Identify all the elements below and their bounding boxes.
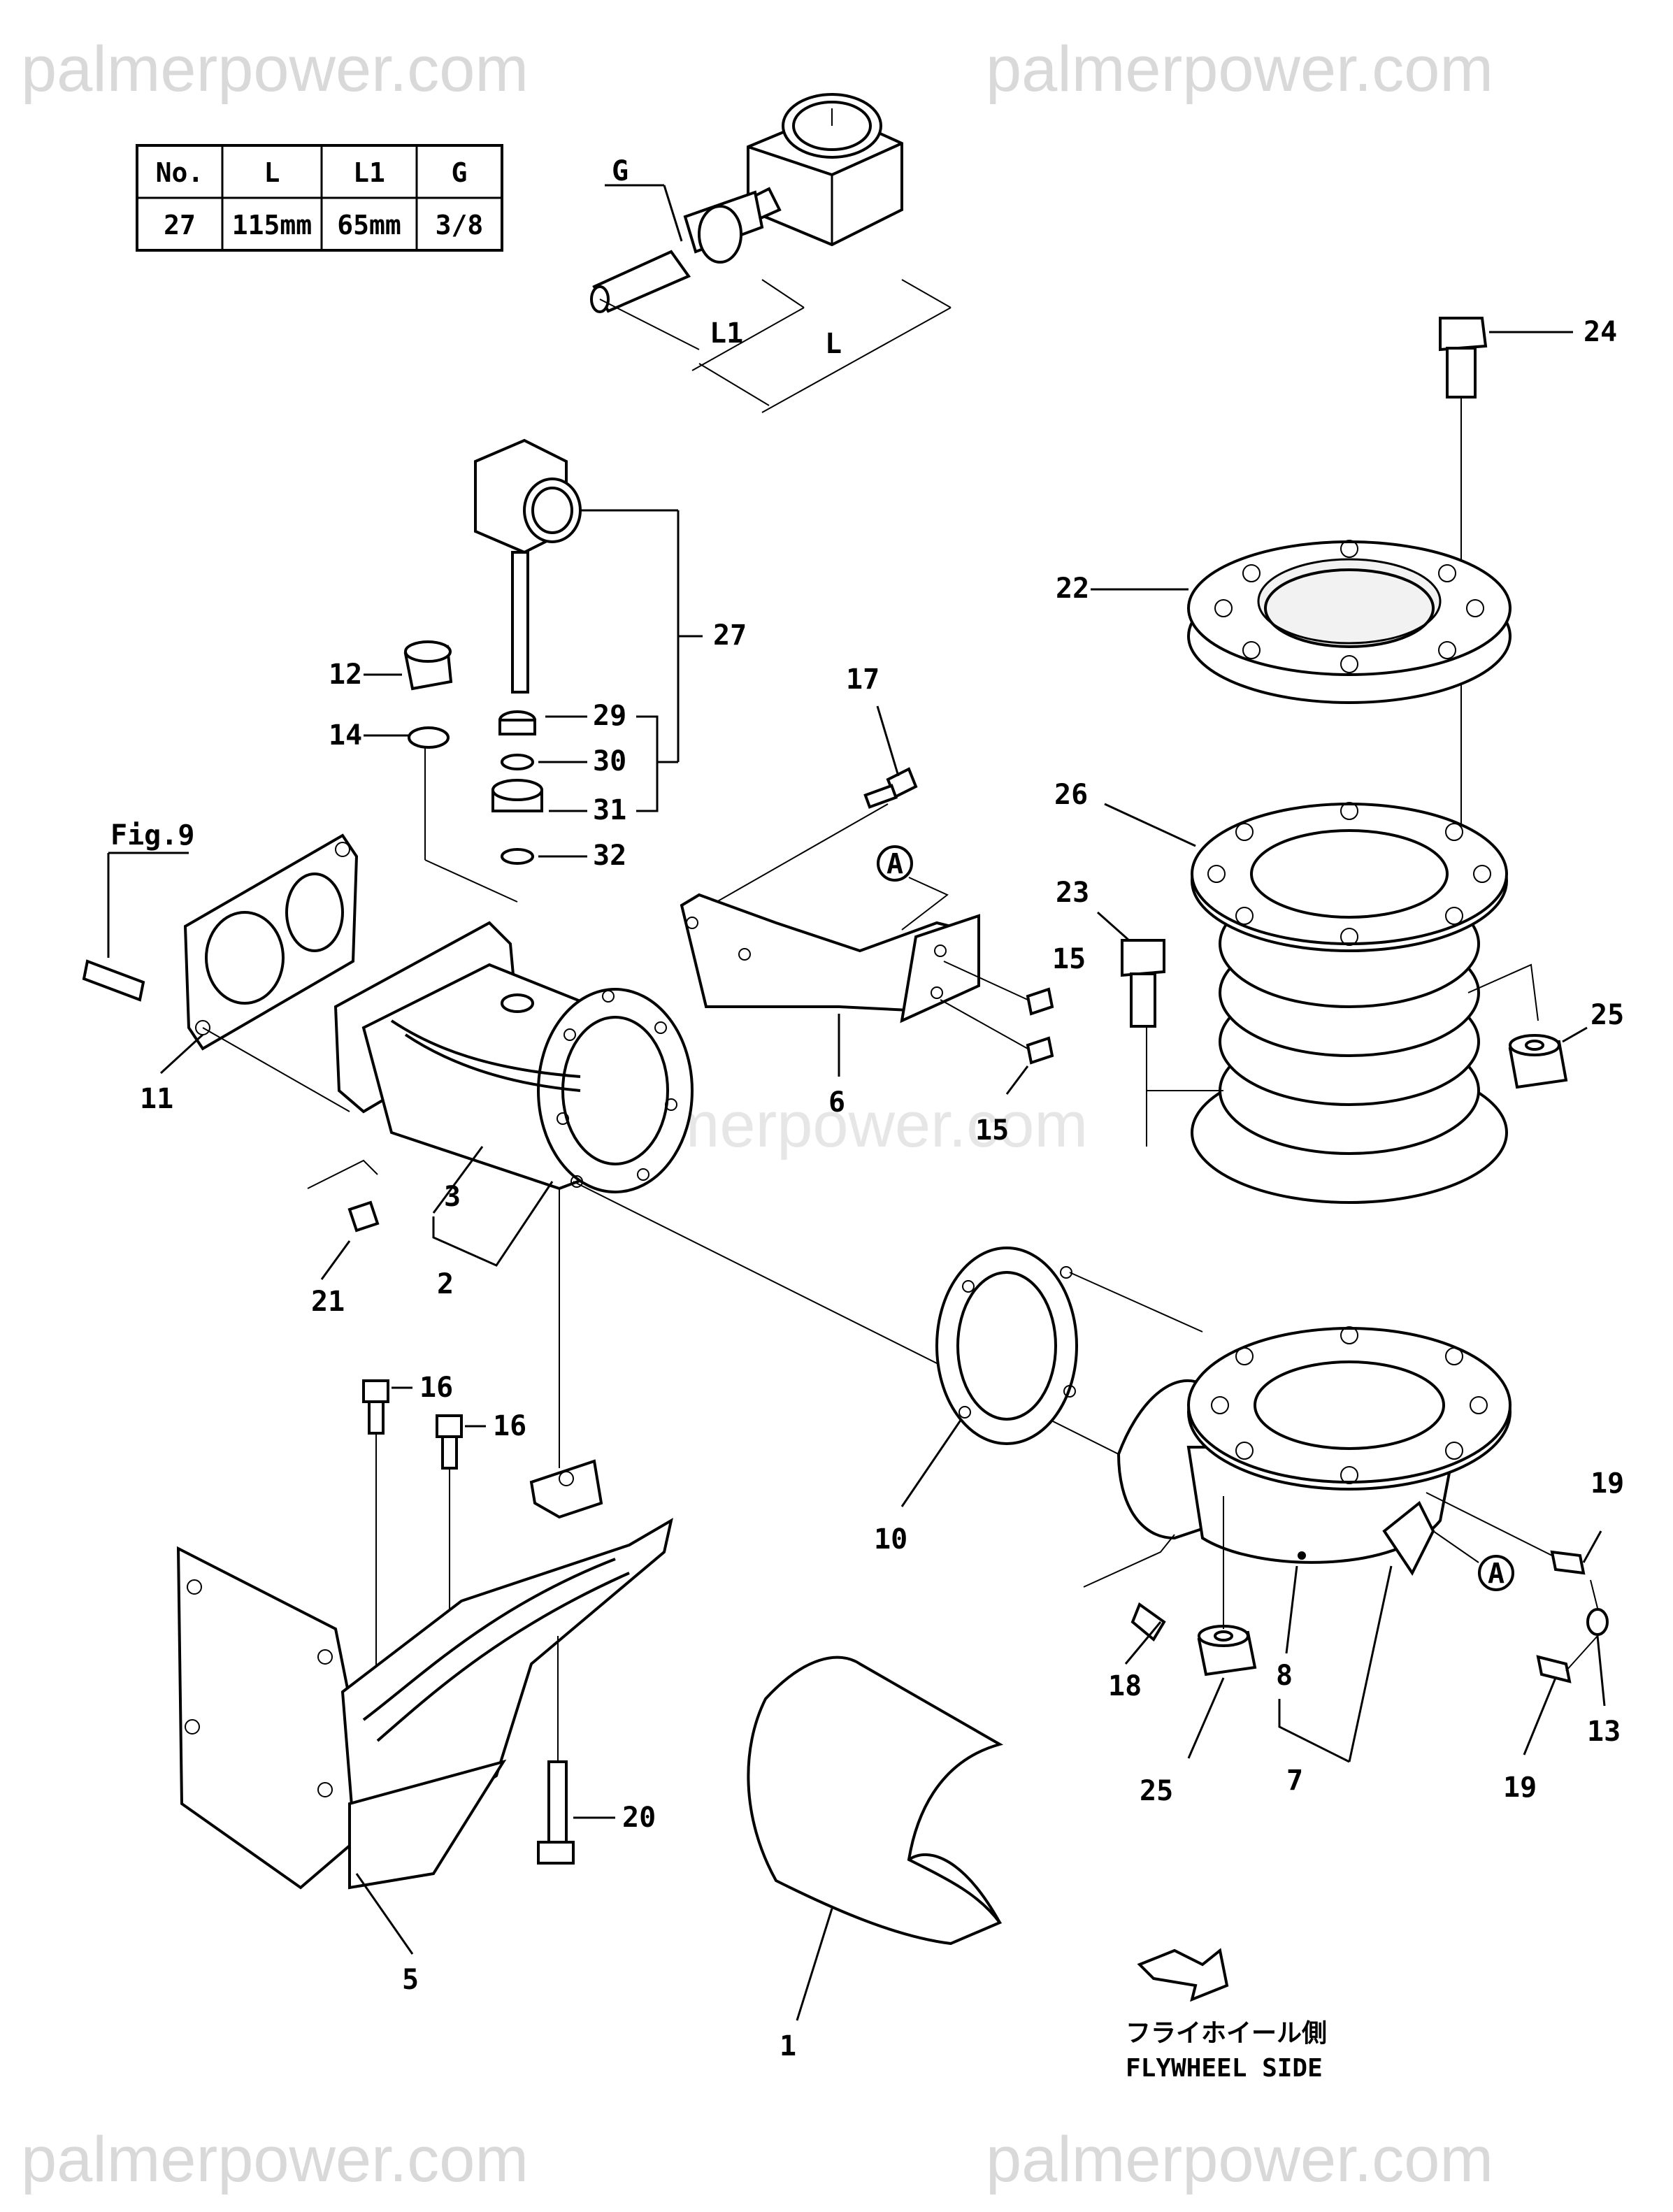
callout-14: 14 bbox=[329, 719, 362, 752]
callout-22: 22 bbox=[1056, 573, 1089, 605]
part-23-bolt: 23 bbox=[1056, 877, 1165, 1147]
callout-13: 13 bbox=[1587, 1716, 1621, 1748]
callout-16: 16 bbox=[493, 1410, 526, 1442]
ref-a-label: A bbox=[1488, 1558, 1505, 1590]
flywheel-en: FLYWHEEL SIDE bbox=[1126, 2054, 1323, 2083]
part-18-bolt: 18 bbox=[1083, 1534, 1175, 1702]
part-6-bracket: 6 bbox=[680, 893, 980, 1119]
callout-15: 15 bbox=[975, 1114, 1009, 1147]
fig-ref: Fig.9 bbox=[110, 819, 194, 852]
part-1-heat-shield: 1 bbox=[747, 1656, 1004, 2062]
part-27-thermometer: 27 bbox=[474, 438, 747, 762]
dimension-l1-label: L1 bbox=[710, 317, 743, 350]
callout-29: 29 bbox=[593, 700, 626, 732]
part-25-nut-upper: 25 bbox=[1508, 999, 1624, 1089]
table-header-g: G bbox=[452, 157, 468, 188]
table-header-l: L bbox=[264, 157, 280, 188]
table-cell-l1: 65mm bbox=[337, 210, 401, 240]
part-17-bolt: 17 bbox=[691, 663, 918, 917]
part-26-expansion-joint: 26 bbox=[1054, 779, 1539, 1204]
callout-1: 1 bbox=[780, 2030, 796, 2062]
callout-16: 16 bbox=[419, 1372, 453, 1404]
part-10-gasket: 10 bbox=[874, 1247, 1203, 1556]
callout-25: 25 bbox=[1140, 1775, 1173, 1807]
part-21-nut: 21 bbox=[307, 1159, 380, 1318]
callout-19: 19 bbox=[1591, 1467, 1624, 1500]
part-11-gasket: 11 bbox=[140, 833, 359, 1115]
table-cell-no: 27 bbox=[164, 210, 196, 240]
ref-a-lower: A bbox=[1433, 1530, 1514, 1591]
callout-7: 7 bbox=[1286, 1765, 1303, 1797]
callout-11: 11 bbox=[140, 1083, 173, 1115]
callout-3: 3 bbox=[444, 1181, 461, 1213]
part-5-bracket: 5 bbox=[176, 1459, 673, 1996]
ref-a-upper: A bbox=[877, 845, 949, 931]
callout-27: 27 bbox=[713, 619, 747, 652]
dimension-table: No. L L1 G 27 115mm 65mm 3/8 bbox=[136, 144, 503, 252]
callout-32: 32 bbox=[593, 840, 626, 872]
callout-18: 18 bbox=[1108, 1670, 1142, 1702]
callout-23: 23 bbox=[1056, 877, 1089, 909]
callout-12: 12 bbox=[329, 659, 362, 691]
callout-31: 31 bbox=[593, 794, 626, 826]
thermometer-detail: G L1 L bbox=[590, 93, 952, 413]
table-cell-l: 115mm bbox=[232, 210, 312, 240]
part-14-washer: 14 bbox=[329, 719, 518, 903]
flywheel-jp: フライホイール側 bbox=[1126, 2019, 1327, 2048]
part-15-bolts: 15 15 bbox=[940, 943, 1086, 1147]
part-16-bolts: 16 16 bbox=[362, 1372, 526, 1692]
part-8-elbow: 8 7 bbox=[1116, 1326, 1560, 1797]
callout-17: 17 bbox=[846, 663, 879, 696]
callout-21: 21 bbox=[311, 1286, 345, 1318]
part-20-bolt: 20 bbox=[537, 1636, 656, 1865]
callout-20: 20 bbox=[622, 1802, 656, 1834]
table-header-no: No. bbox=[156, 157, 204, 188]
dimension-l-label: L bbox=[825, 328, 842, 360]
part-2-silencer: 3 2 bbox=[333, 921, 1175, 1483]
fig9-stud: Fig.9 bbox=[82, 819, 194, 1002]
watermark: palmerpower.com bbox=[21, 2124, 529, 2195]
arrow-icon bbox=[1137, 1948, 1229, 2002]
callout-15: 15 bbox=[1052, 943, 1086, 975]
callout-10: 10 bbox=[874, 1523, 907, 1556]
parts-29-32-fittings: 29 30 31 32 bbox=[491, 700, 678, 872]
part-22-flange: 22 bbox=[1056, 540, 1512, 704]
callout-24: 24 bbox=[1584, 316, 1617, 348]
callout-26: 26 bbox=[1054, 779, 1088, 811]
callout-6: 6 bbox=[828, 1086, 845, 1119]
flywheel-side-indicator: フライホイール側 FLYWHEEL SIDE bbox=[1126, 1948, 1327, 2083]
watermark: palmerpower.com bbox=[986, 2124, 1493, 2195]
ref-a-label: A bbox=[886, 848, 903, 880]
callout-30: 30 bbox=[593, 745, 626, 777]
callout-19: 19 bbox=[1503, 1772, 1537, 1804]
callout-8: 8 bbox=[1276, 1660, 1293, 1692]
callout-5: 5 bbox=[402, 1964, 419, 1996]
callout-25: 25 bbox=[1591, 999, 1624, 1031]
table-cell-g: 3/8 bbox=[436, 210, 484, 240]
watermark: palmerpower.com bbox=[986, 34, 1493, 105]
part-19-13-hardware: 19 13 19 bbox=[1503, 1467, 1624, 1804]
part-12-plug: 12 bbox=[329, 640, 453, 691]
dimension-g-label: G bbox=[612, 155, 629, 187]
table-header-l1: L1 bbox=[353, 157, 385, 188]
watermark: palmerpower.com bbox=[21, 34, 529, 105]
callout-2: 2 bbox=[437, 1268, 454, 1300]
part-25-nut-lower: 25 bbox=[1140, 1496, 1257, 1807]
